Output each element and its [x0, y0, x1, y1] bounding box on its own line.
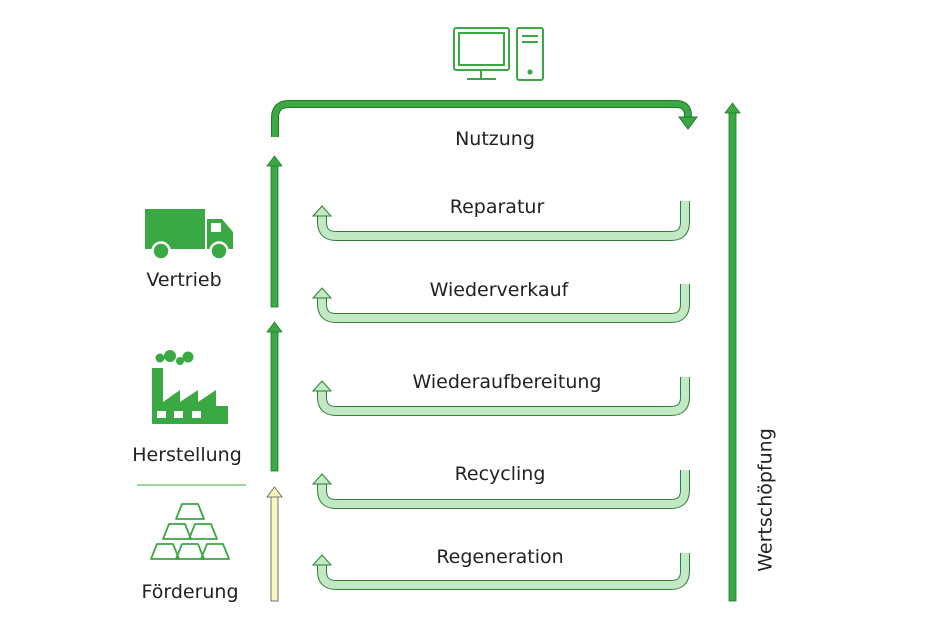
usage-arrow-head — [678, 116, 698, 130]
factory-icon — [152, 350, 228, 424]
stage-label-herstellung: Herstellung — [132, 444, 242, 466]
truck-icon — [145, 209, 233, 261]
stage-arrow-vertrieb — [266, 155, 283, 308]
loop-arrow-reparatur — [311, 201, 690, 241]
stage-label-foerderung: Förderung — [141, 581, 239, 603]
loop-label-wiederverkauf: Wiederverkauf — [429, 279, 569, 301]
value-axis-arrow — [724, 102, 741, 602]
computer-icon — [453, 27, 544, 81]
stage-label-vertrieb: Vertrieb — [146, 269, 222, 291]
stage-arrow-herstellung — [266, 321, 283, 472]
loop-arrow-recycling — [311, 470, 690, 509]
loop-arrow-wiederverkauf — [311, 284, 690, 323]
loop-label-reparatur: Reparatur — [449, 196, 545, 218]
loop-arrow-wiederaufbereitung — [311, 377, 690, 416]
usage-label: Nutzung — [455, 128, 535, 150]
loop-label-wiederaufbereitung: Wiederaufbereitung — [412, 371, 602, 393]
loop-label-recycling: Recycling — [454, 463, 546, 485]
gold-bars-icon — [150, 503, 230, 560]
value-axis-label: Wertschöpfung — [754, 428, 777, 572]
loop-label-regeneration: Regeneration — [436, 546, 564, 568]
loop-arrow-regeneration — [311, 553, 690, 590]
stage-arrow-foerderung — [266, 486, 283, 602]
loop-arrows — [311, 201, 690, 590]
